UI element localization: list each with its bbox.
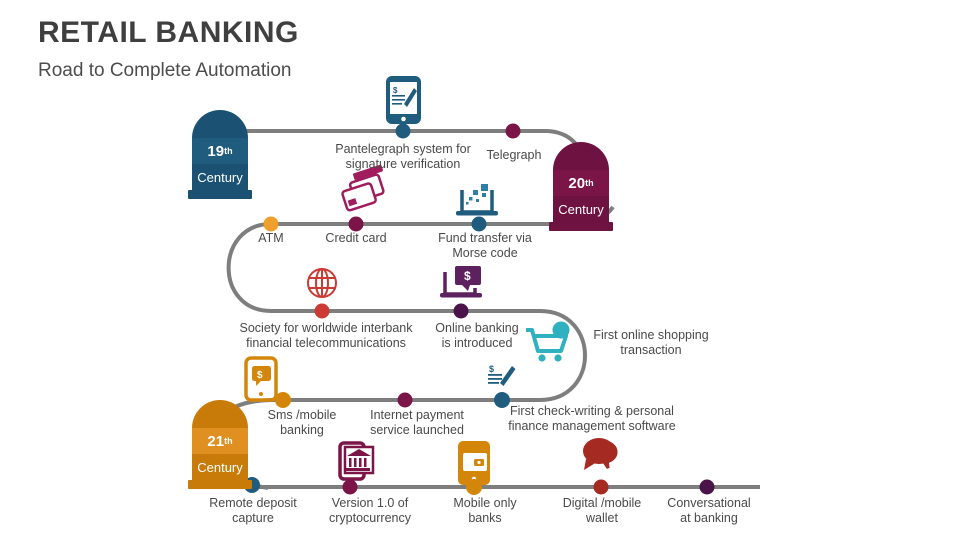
label-internet-payment: Internet payment service launched [370,408,464,437]
globe-icon [307,268,337,298]
laptop-data-icon [456,184,498,216]
timeline-dot[interactable] [593,479,609,495]
wallet-phone-icon [458,441,490,485]
label-fund-transfer: Fund transfer via Morse code [438,231,532,260]
path-turn-r3 [539,309,587,402]
marker-century-label: Century [192,164,248,190]
svg-text:$: $ [489,364,494,374]
label-credit-card: Credit card [325,231,387,245]
timeline-dot[interactable] [505,123,521,139]
timeline-dot[interactable] [348,216,364,232]
label-check-writing: First check-writing & personal finance m… [508,404,676,433]
node-check-writing[interactable]: $ [488,364,516,408]
marker-base [549,222,613,231]
page-title: RETAIL BANKING [38,16,299,49]
credit-card-icon [341,164,385,212]
page-subtitle: Road to Complete Automation [38,60,292,81]
node-internet-payment[interactable] [397,392,413,408]
label-swift: Society for worldwide interbank financia… [239,321,413,350]
timeline-dot[interactable] [466,479,482,495]
node-credit-card[interactable] [337,164,391,232]
node-sms-banking[interactable]: $ [244,356,291,408]
label-mobile-only-banks: Mobile only banks [453,496,517,525]
node-cryptocurrency[interactable] [338,441,375,495]
label-conversational-banking: Conversational at banking [667,496,751,525]
marker-ordinal: 20 [568,174,586,192]
node-digital-wallet[interactable] [583,438,618,495]
marker-base [188,480,252,489]
sms-phone-icon: $ [244,356,278,402]
bank-phone-icon [338,441,375,481]
label-remote-deposit: Remote deposit capture [209,496,297,525]
node-conversational-banking[interactable] [699,479,715,495]
node-online-banking[interactable]: $ [440,266,482,319]
timeline-dot[interactable] [699,479,715,495]
timeline-dot[interactable] [494,392,510,408]
node-swift[interactable] [307,268,337,319]
timeline-dot[interactable] [552,321,570,339]
marker-century-label: Century [192,454,248,480]
svg-text:$: $ [257,370,263,381]
timeline-dot[interactable] [314,303,330,319]
timeline-dot[interactable] [395,123,411,139]
label-online-banking: Online banking is introduced [435,321,519,350]
svg-text:$: $ [464,269,471,283]
timeline-dot[interactable] [471,216,487,232]
node-mobile-only-banks[interactable] [458,441,490,495]
node-atm[interactable] [263,216,279,232]
marker-century-label: Century [553,196,609,222]
node-fund-transfer[interactable] [456,184,498,232]
label-pantelegraph: Pantelegraph system for signature verifi… [335,142,471,171]
marker-ordinal: 21 [207,432,225,450]
phone-signature-icon: $ [386,76,421,124]
marker-base [188,190,252,199]
timeline-dot[interactable] [397,392,413,408]
chat-bubbles-icon [583,438,618,470]
online-banking-icon: $ [440,266,482,298]
timeline-dot[interactable] [342,479,358,495]
label-cryptocurrency: Version 1.0 of cryptocurrency [329,496,411,525]
node-pantelegraph[interactable]: $ [386,76,421,139]
marker-suffix: th [585,178,594,188]
marker-ordinal: 19 [207,142,225,160]
path-turn-l2 [226,222,272,313]
node-online-shopping[interactable] [526,321,570,362]
label-sms-banking: Sms /mobile banking [267,408,337,437]
svg-text:$: $ [393,86,398,95]
node-telegraph[interactable] [505,123,521,139]
label-telegraph: Telegraph [486,148,542,162]
marker-suffix: th [224,146,233,156]
check-pen-icon: $ [488,364,516,386]
marker-suffix: th [224,436,233,446]
label-atm: ATM [258,231,284,245]
timeline-dot[interactable] [275,392,291,408]
timeline-dot[interactable] [453,303,469,319]
timeline-dot[interactable] [263,216,279,232]
label-online-shopping: First online shopping transaction [593,328,709,357]
label-digital-wallet: Digital /mobile wallet [562,496,642,525]
